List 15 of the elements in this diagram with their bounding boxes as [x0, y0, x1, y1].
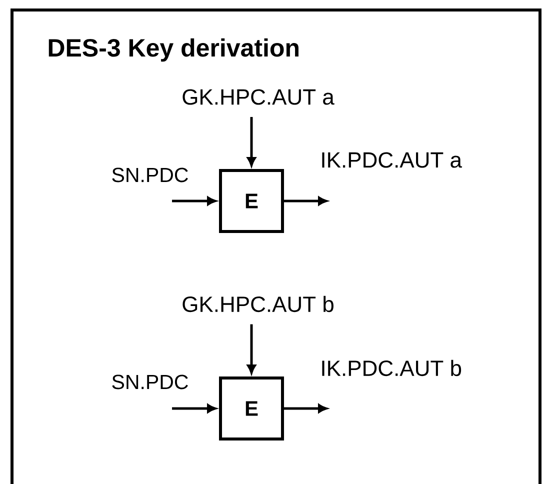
arrow: [172, 196, 216, 206]
arrow: [247, 324, 256, 374]
output-label: IK.PDC.AUT a: [322, 152, 462, 168]
input-label: GK.HPC.AUT b: [182, 296, 334, 312]
title: DES-3 Key derivation: [48, 38, 298, 62]
input-label: GK.HPC.AUT a: [182, 89, 334, 105]
output-label: IK.PDC.AUT b: [322, 360, 462, 376]
input-label: SN.PDC: [112, 168, 188, 182]
encryption-box: E: [219, 169, 284, 233]
arrow: [284, 404, 328, 413]
arrow: [284, 196, 328, 206]
input-label: SN.PDC: [112, 374, 188, 390]
arrow: [172, 404, 216, 413]
encryption-box: E: [219, 376, 284, 440]
arrow: [247, 116, 256, 166]
